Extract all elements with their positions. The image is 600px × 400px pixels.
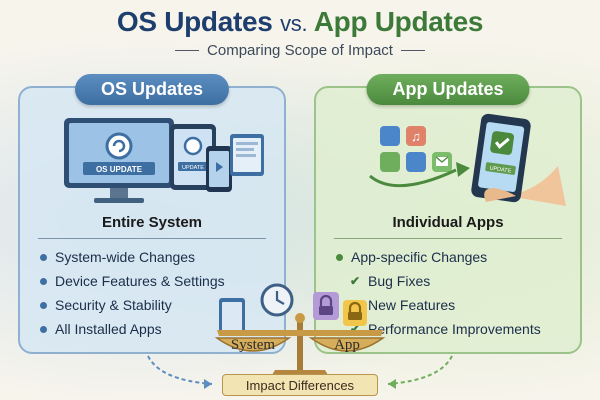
app-panel-header: App Updates: [366, 74, 530, 105]
os-section-title: Entire System: [101, 214, 203, 231]
os-devices-illustration: OS UPDATE UPDATE: [64, 118, 264, 203]
left-scale-pan: [214, 337, 292, 352]
list-item: All Installed Apps: [40, 317, 225, 341]
game-app-icon: [380, 152, 400, 172]
impact-differences-banner: Impact Differences: [222, 374, 378, 396]
monitor-icon: OS UPDATE: [64, 118, 174, 203]
bullet-dot-icon: [40, 301, 47, 309]
app-section-title: Individual Apps: [392, 214, 504, 231]
list-item-label: Security & Stability: [55, 297, 172, 313]
music-note-icon: ♫: [411, 129, 421, 144]
title-app: App Updates: [313, 6, 484, 37]
music-app-icon: [406, 126, 426, 146]
list-item: ✔ Bug Fixes: [336, 269, 541, 293]
os-points-list: System-wide Changes Device Features & Se…: [40, 245, 225, 341]
update-arrow-icon: [369, 168, 457, 188]
page-title: OS Updates vs. App Updates: [0, 6, 600, 38]
checkmark-icon: ✔: [350, 322, 361, 336]
title-os: OS Updates: [116, 6, 273, 37]
padlock-yellow-icon: [343, 300, 367, 326]
list-item: Device Features & Settings: [40, 269, 225, 293]
bullet-dot-icon: [40, 277, 47, 285]
scale-post: [297, 318, 303, 370]
bullet-dot-icon: [40, 253, 47, 261]
title-vs: vs.: [280, 11, 308, 36]
tablet-icon: UPDATE: [170, 124, 216, 190]
app-update-illustration: ♫ UPDATE: [369, 113, 566, 206]
list-item-label: System-wide Changes: [55, 249, 196, 265]
list-item-label: All Installed Apps: [55, 321, 162, 337]
user-app-icon: [406, 152, 426, 172]
app-points-list: App-specific Changes ✔ Bug Fixes ✔ New Fea…: [336, 245, 541, 341]
list-item: Security & Stability: [40, 293, 225, 317]
os-panel-header: OS Updates: [74, 74, 230, 105]
list-item-label: Performance Improvements: [368, 321, 541, 337]
tablet-screen-label: UPDATE: [182, 165, 204, 171]
list-item: System-wide Changes: [40, 245, 225, 269]
scale-right-label: App: [334, 337, 360, 353]
subtitle-text: Comparing Scope of Impact: [207, 42, 393, 59]
app-icons-grid: ♫: [380, 126, 452, 172]
right-scale-pan: [308, 337, 386, 352]
subtitle-left-rule: [175, 49, 200, 52]
subtitle: Comparing Scope of Impact: [0, 42, 600, 59]
phone-icon: [206, 146, 232, 192]
subtitle-right-rule: [400, 49, 425, 52]
list-item-label: App-specific Changes: [351, 249, 488, 265]
list-item: App-specific Changes: [336, 245, 541, 269]
scale-beam: [217, 330, 383, 336]
checkmark-icon: ✔: [350, 274, 361, 288]
app-section-divider: [334, 238, 562, 239]
clock-icon: [260, 283, 294, 317]
list-item-label: Bug Fixes: [368, 273, 431, 289]
bullet-dot-icon: [336, 253, 343, 261]
small-tablet-icon: [219, 298, 245, 336]
app-tile-icon: [380, 126, 400, 146]
os-section-divider: [38, 238, 266, 239]
bullet-dot-icon: [40, 325, 47, 333]
phone-in-hand-icon: UPDATE: [471, 113, 566, 206]
window-icon: [230, 134, 264, 176]
list-item-label: New Features: [368, 297, 456, 313]
phone-screen-label: UPDATE: [489, 166, 512, 175]
scale-left-label: System: [231, 337, 276, 353]
list-item-label: Device Features & Settings: [55, 273, 225, 289]
list-item: ✔ Performance Improvements: [336, 317, 541, 341]
padlock-purple-icon: [313, 292, 339, 320]
monitor-screen-label: OS UPDATE: [96, 165, 143, 174]
